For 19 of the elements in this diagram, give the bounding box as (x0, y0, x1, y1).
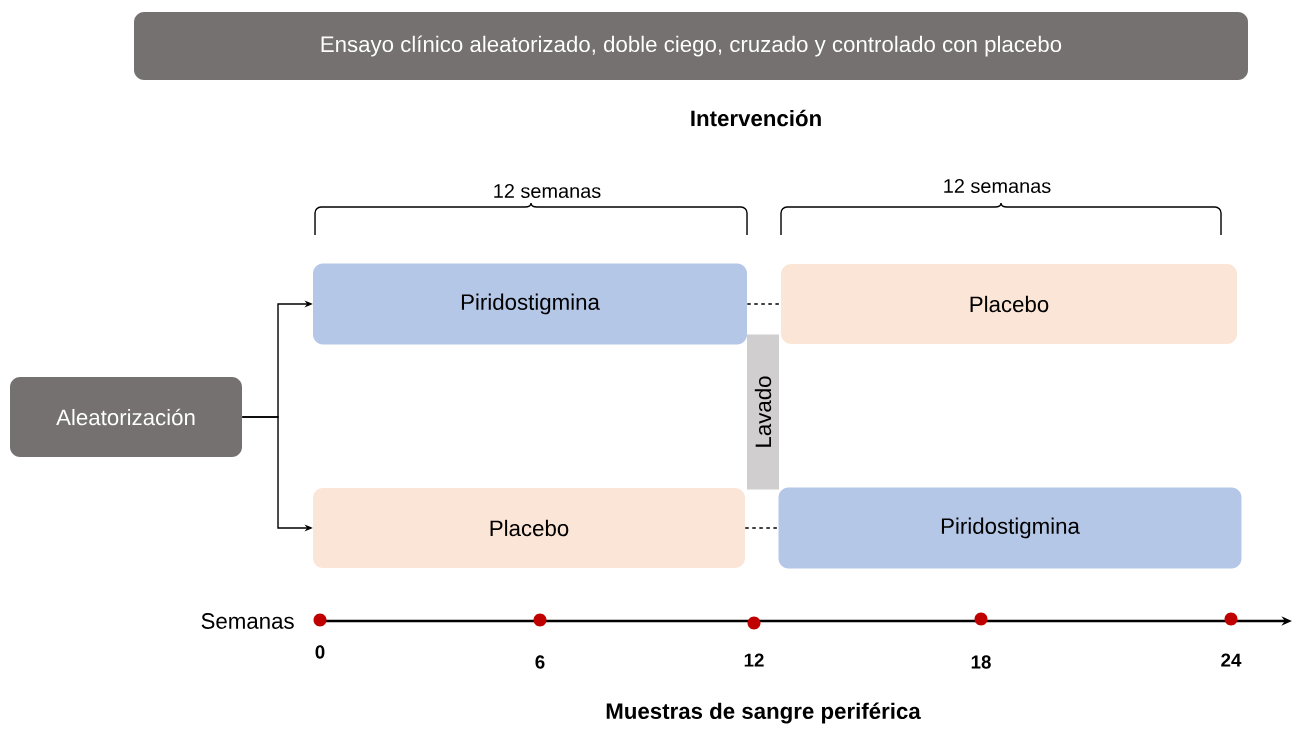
dashed-connector (746, 303, 782, 305)
heading: Intervención (691, 109, 821, 127)
treatment-box: Piridostigmina (313, 263, 747, 345)
axis-label: Semanas (201, 613, 294, 629)
dashed-connector (744, 527, 779, 529)
tick-label: 6 (535, 655, 545, 669)
duration-label: 12 semanas (944, 178, 1051, 194)
tick-label: 0 (315, 645, 325, 659)
tick-label: 24 (1221, 653, 1242, 667)
treatment-box: Placebo (781, 264, 1237, 344)
title-banner: Ensayo clínico aleatorizado, doble ciego, cruzado y controlado con placebo (134, 12, 1248, 80)
tick-label: 12 (744, 653, 764, 667)
process-box: Aleatorización (10, 377, 242, 457)
treatment-box: Piridostigmina (778, 487, 1242, 569)
duration-label: 12 semanas (494, 183, 601, 199)
washout-bar: Lavado (747, 334, 779, 490)
tick-label: 18 (971, 655, 991, 669)
treatment-box: Placebo (313, 488, 745, 568)
axis-title: Muestras de sangre periférica (606, 702, 921, 724)
